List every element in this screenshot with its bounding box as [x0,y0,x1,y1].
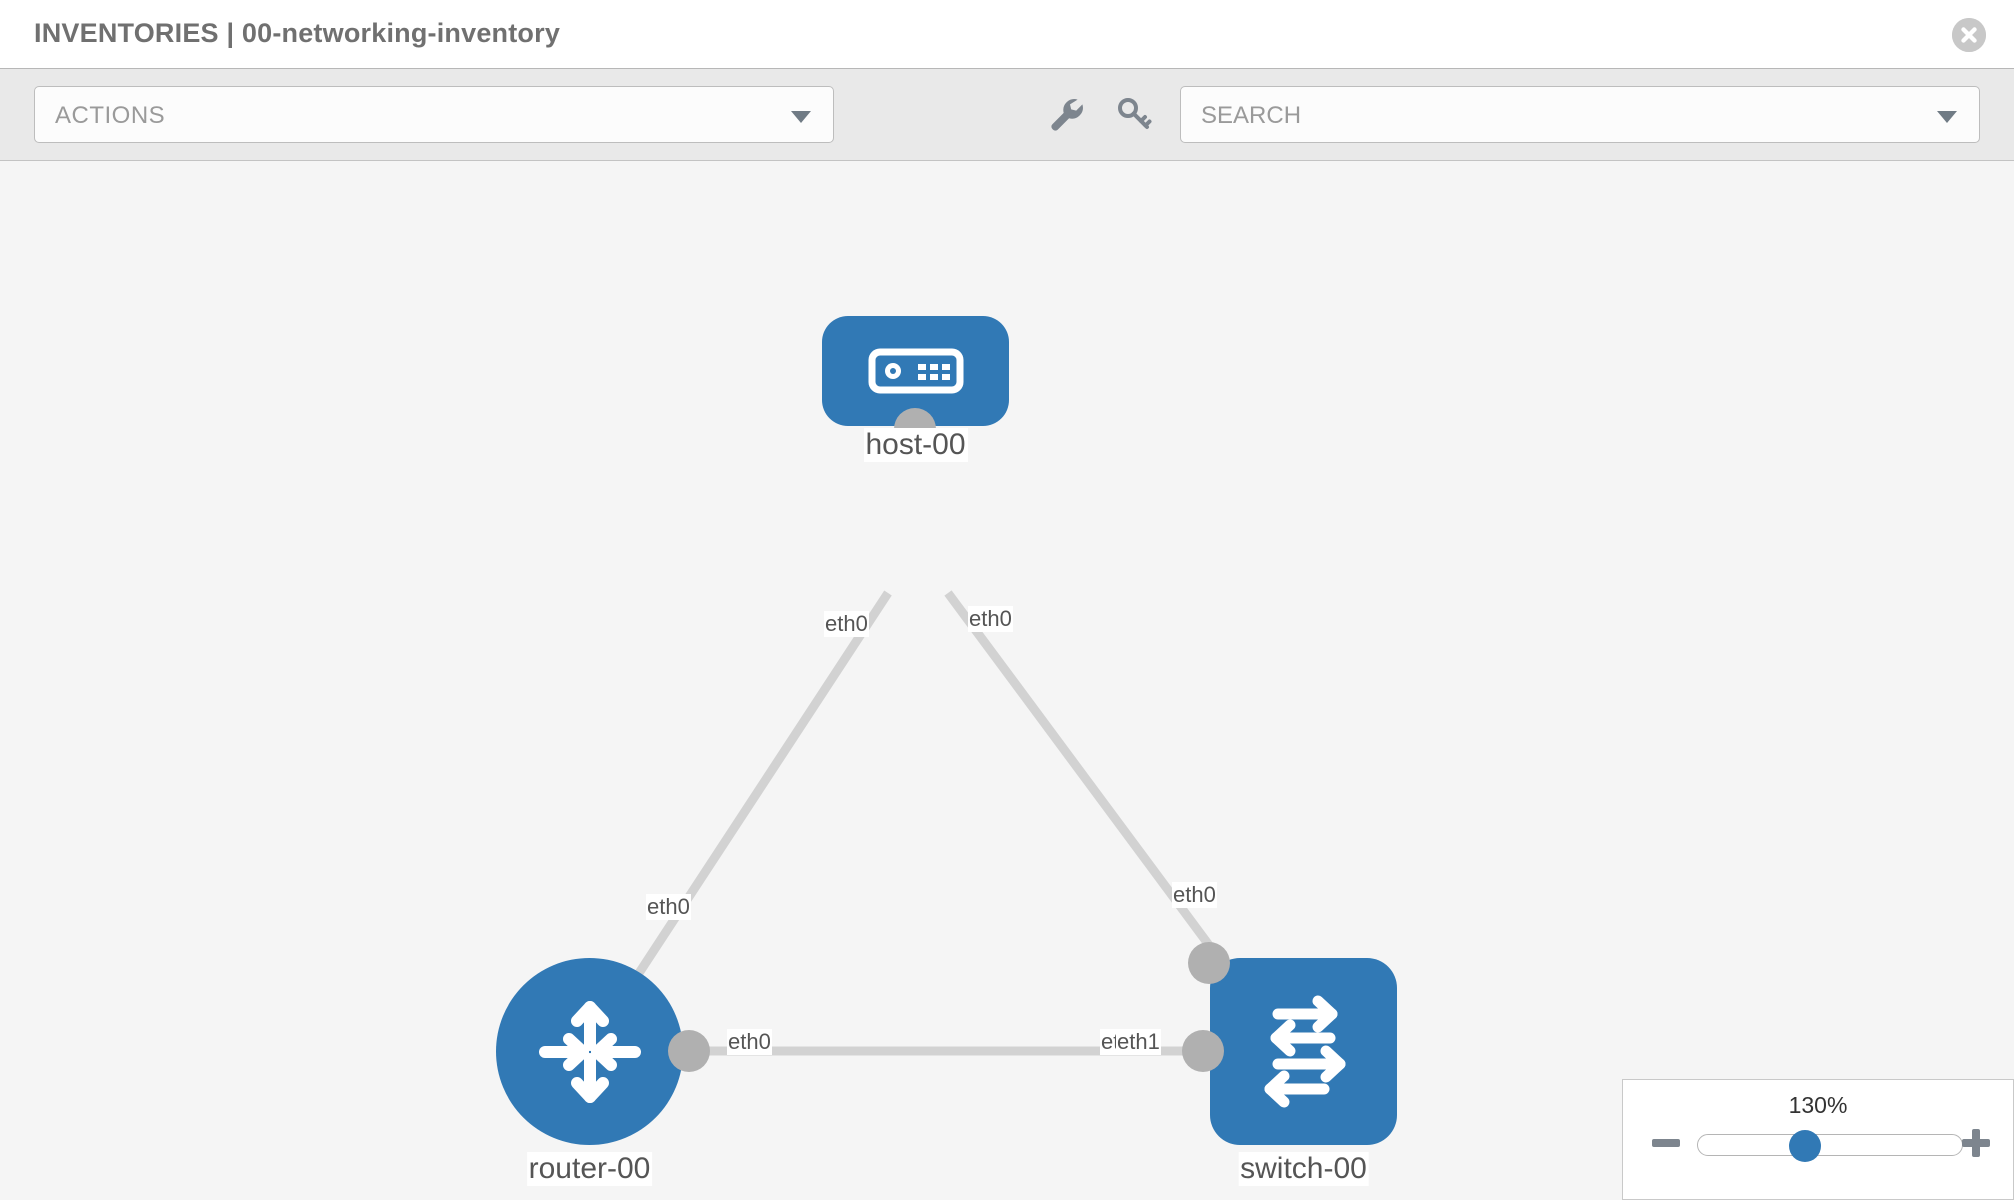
node-connector-nub [668,1030,710,1072]
node-shape [822,316,1009,426]
key-icon[interactable] [1114,94,1156,136]
topology-canvas[interactable]: host-00 [0,161,2014,1200]
close-icon[interactable] [1952,18,1986,52]
zoom-slider-handle[interactable] [1789,1130,1821,1162]
wrench-icon[interactable] [1046,94,1088,136]
iface-label-switch-up: eth0 [1172,882,1217,908]
edge-host-router [618,590,892,1002]
toolbar: ACTIONS [0,69,2014,161]
actions-dropdown[interactable]: ACTIONS [34,86,834,143]
page-header: INVENTORIES | 00-networking-inventory [0,0,2014,69]
zoom-control: 130% [1622,1079,2014,1200]
iface-label-host-right: eth0 [968,606,1013,632]
plus-icon[interactable] [1959,1126,1993,1160]
iface-label-router-up: eth0 [646,894,691,920]
router-arrows-icon [538,1000,641,1103]
node-connector-nub [1182,1030,1224,1072]
actions-dropdown-label: ACTIONS [55,102,166,129]
search-field[interactable] [1180,86,1980,143]
iface-label-switch-left-b: eth1 [1116,1029,1161,1055]
node-label-router-00: router-00 [526,1152,653,1186]
iface-label-host-left: eth0 [824,611,869,637]
node-label-host-00: host-00 [863,428,968,462]
node-shape [496,958,683,1145]
search-input[interactable] [1199,88,1903,143]
edge-host-switch [944,590,1247,994]
node-label-switch-00: switch-00 [1238,1152,1369,1186]
node-shape [1210,958,1397,1145]
zoom-slider-track[interactable] [1697,1134,1963,1156]
switch-arrows-icon [1264,995,1345,1107]
node-switch-00[interactable]: switch-00 [1182,942,1397,1186]
chevron-down-icon [791,111,811,123]
minus-icon[interactable] [1649,1126,1683,1160]
node-host-00[interactable]: host-00 [822,316,1009,462]
node-connector-nub [1188,942,1230,984]
node-router-00[interactable]: router-00 [496,958,710,1186]
iface-label-router-right: eth0 [727,1029,772,1055]
zoom-percent-label: 130% [1788,1092,1848,1118]
search-chevron-down-icon[interactable] [1937,111,1957,123]
server-icon [868,348,963,394]
page-title: INVENTORIES | 00-networking-inventory [34,18,561,48]
